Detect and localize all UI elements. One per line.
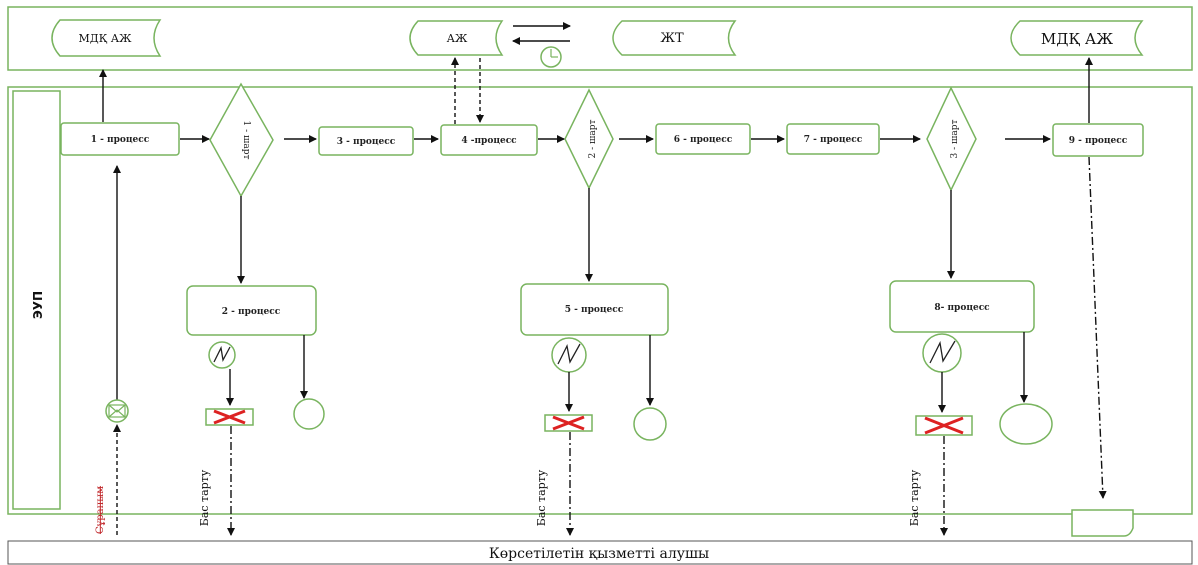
service-recipient-box [7, 540, 1193, 565]
end-circle-2 [633, 407, 667, 441]
end-circle-1 [293, 398, 325, 430]
process-4-label: 4 -процесс [461, 136, 517, 146]
condition-2-label: 2 - шарт [588, 120, 598, 159]
signature-icon-3 [922, 333, 962, 373]
service-recipient-label: Көрсетілетін қызметті алушы [489, 546, 709, 562]
process-2: 2 - процесс [186, 285, 317, 336]
condition-1-label: 1 - шарт [241, 121, 251, 160]
refusal-doc-icon-1 [205, 408, 254, 426]
condition-3-label: 3 - шарт [950, 120, 960, 159]
refusal-label-2: Бас тарту [535, 469, 548, 526]
refusal-doc-icon-3 [915, 415, 973, 436]
condition-2: 2 - шарт [564, 88, 614, 190]
refusal-doc-icon-2 [544, 414, 593, 432]
process-3: 3 - процесс [318, 126, 414, 156]
refusal-label-1: Бас тарту [198, 469, 211, 526]
db-mdk-aj-right-label: МДҚ АЖ [1041, 30, 1113, 48]
process-lane-outer [7, 86, 1193, 515]
db-aj: АЖ [409, 20, 504, 56]
condition-3: 3 - шарт [926, 86, 977, 192]
db-mdk-aj-left-label: МДҚ АЖ [79, 32, 133, 45]
db-mdk-aj-right: МДҚ АЖ [1010, 20, 1144, 56]
result-document-icon [1071, 509, 1134, 537]
process-6-label: 6 - процесс [674, 135, 733, 145]
process-7-label: 7 - процесс [804, 135, 863, 145]
process-8: 8- процесс [889, 280, 1035, 333]
process-1-label: 1 - процесс [91, 135, 150, 145]
process-5-label: 5 - процесс [565, 305, 624, 315]
refusal-label-3: Бас тарту [908, 469, 921, 526]
envelope-icon [105, 399, 129, 423]
db-aj-label: АЖ [447, 32, 468, 45]
signature-icon-1 [208, 341, 236, 369]
signature-icon-2 [551, 337, 587, 373]
lane-label: ЭУП [31, 291, 45, 319]
process-1: 1 - процесс [60, 122, 180, 156]
condition-1: 1 - шарт [209, 82, 274, 198]
process-9: 9 - процесс [1052, 123, 1144, 157]
process-4: 4 -процесс [440, 124, 538, 156]
clock-icon [540, 46, 562, 68]
process-2-label: 2 - процесс [222, 307, 281, 317]
process-5: 5 - процесс [520, 283, 669, 336]
db-mdk-aj-left: МДҚ АЖ [51, 19, 162, 57]
process-lane-label-box [12, 90, 61, 510]
process-6: 6 - процесс [655, 123, 751, 155]
end-circle-3 [999, 403, 1053, 445]
request-label: Сұраным [95, 486, 106, 534]
db-jt-label: ЖТ [660, 31, 684, 46]
db-jt: ЖТ [612, 20, 737, 56]
process-7: 7 - процесс [786, 123, 880, 155]
process-8-label: 8- процесс [934, 303, 990, 313]
process-3-label: 3 - процесс [337, 137, 396, 147]
process-9-label: 9 - процесс [1069, 136, 1128, 146]
systems-lane [7, 6, 1193, 71]
